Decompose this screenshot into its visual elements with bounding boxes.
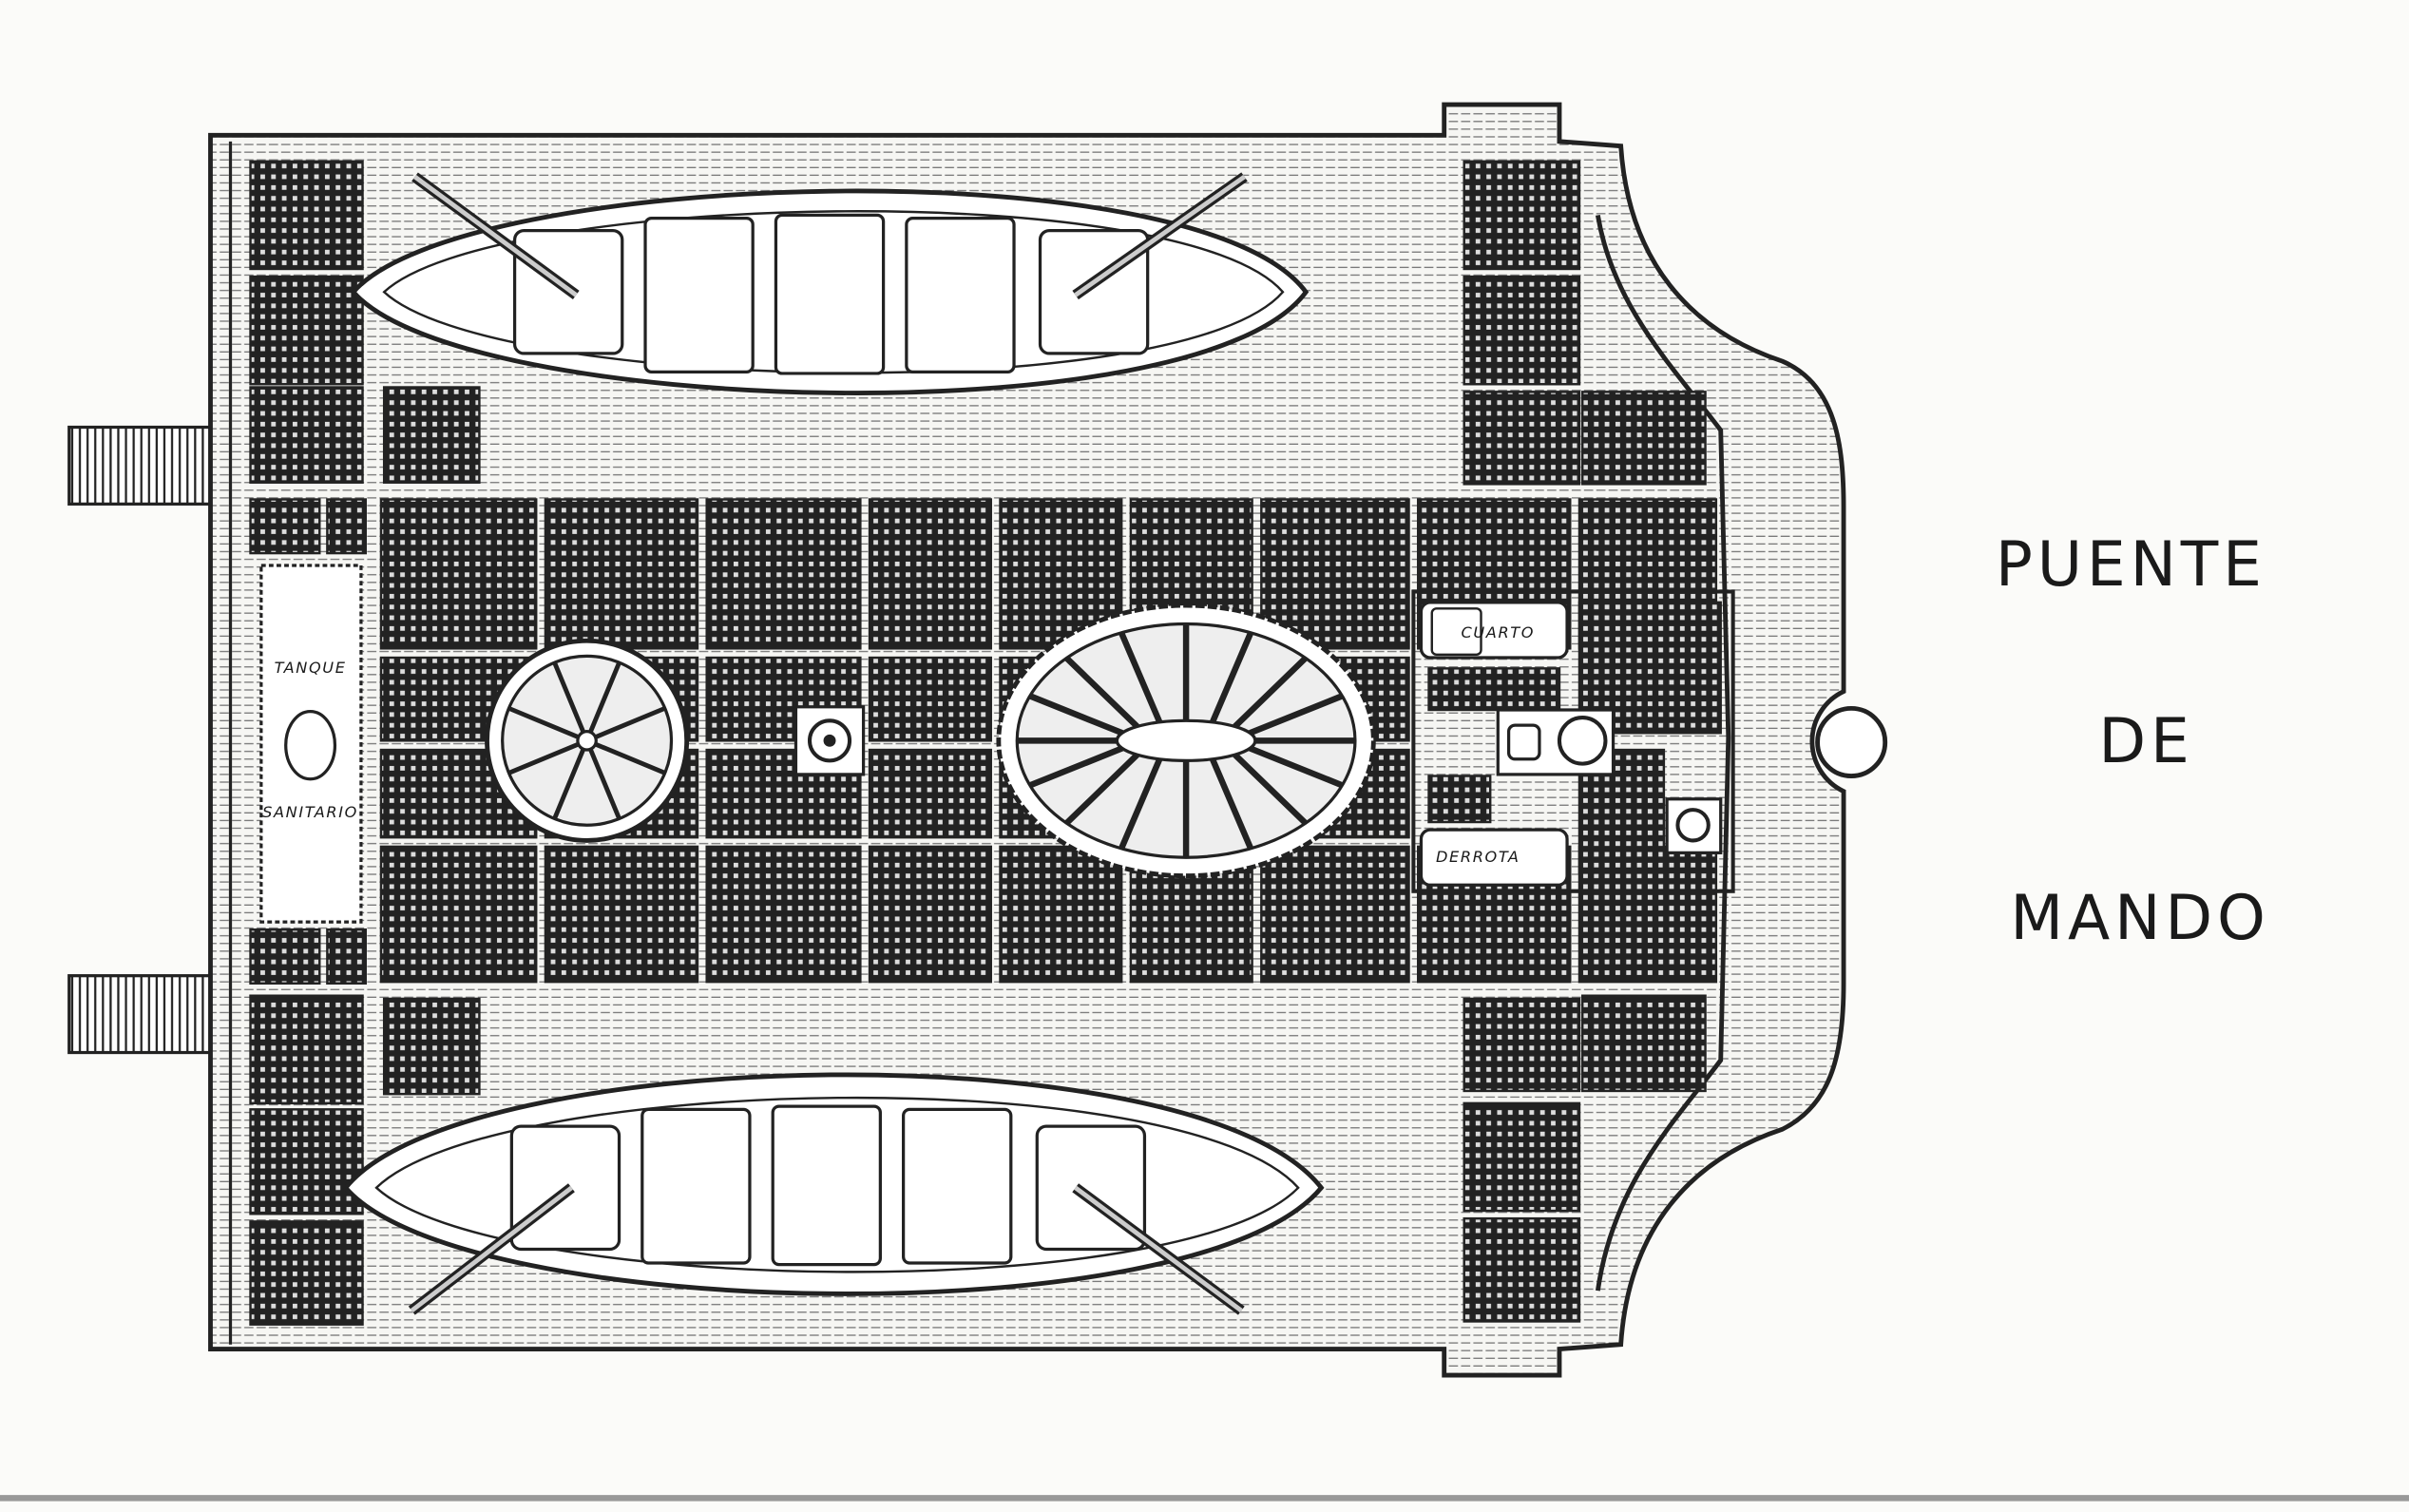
room-derrota: [1419, 828, 1569, 887]
tank-label-top: TANQUE: [275, 659, 347, 677]
tank-hatch: [284, 709, 337, 781]
grating-panel: [705, 845, 862, 984]
skylight-spoke: [1209, 631, 1254, 724]
skylight-spoke: [1064, 656, 1139, 729]
bow-light: [1815, 705, 1888, 778]
skylight-spoke: [585, 706, 666, 743]
grating-panel: [249, 498, 321, 555]
grating-panel: [326, 928, 367, 985]
title-line-3: MANDO: [2010, 883, 2269, 954]
skylight-spoke: [552, 739, 589, 820]
grating-panel: [1580, 391, 1707, 486]
wheelhouse: [1411, 589, 1735, 893]
round-skylight: [485, 638, 690, 843]
grating-panel: [868, 498, 992, 650]
grating-panel: [249, 275, 364, 386]
lifeboat-starboard: [342, 1072, 1325, 1315]
title-line-1: PUENTE: [1996, 529, 2266, 601]
skylight-spoke: [1064, 752, 1139, 826]
skylight-spoke: [584, 739, 621, 820]
grating-panel: [1580, 994, 1707, 1093]
skylight-spoke: [507, 738, 588, 775]
skylight-spoke: [1118, 631, 1163, 724]
grating-panel: [868, 845, 992, 984]
grating-panel: [249, 994, 364, 1105]
grating-panel: [379, 845, 538, 984]
skylight-spoke: [1249, 745, 1344, 789]
grating-panel: [1463, 160, 1581, 271]
grating-panel: [1463, 391, 1581, 486]
skylight-spoke: [507, 706, 588, 743]
lifeboat-port: [350, 172, 1310, 395]
skylight-spoke: [584, 661, 621, 742]
skylight-spoke: [1233, 752, 1309, 826]
deck-inner-rail: [1595, 215, 1731, 1292]
grating-panel: [868, 748, 992, 839]
grating-panel: [544, 845, 699, 984]
grating-panel: [1427, 775, 1492, 824]
skylight-spoke: [1209, 757, 1254, 851]
grating-panel: [1260, 845, 1410, 984]
skylight-spoke: [1249, 693, 1344, 737]
grating-panel: [326, 498, 367, 555]
title-line-2: DE: [2098, 706, 2193, 777]
grating-panel: [249, 1108, 364, 1215]
skylight-spoke: [1028, 693, 1124, 737]
steering-wheel-icon: [1557, 716, 1608, 766]
skylight-spoke: [1118, 757, 1163, 851]
grating-panel: [1427, 667, 1561, 712]
stair-starboard: [67, 974, 213, 1055]
grating-panel: [544, 498, 699, 650]
grating-panel: [249, 386, 364, 484]
grating-panel: [1463, 997, 1581, 1093]
grating-panel: [249, 160, 364, 271]
grating-panel: [382, 997, 481, 1096]
grating-panel: [249, 1220, 364, 1326]
stair-port: [67, 425, 213, 506]
skylight-spoke: [1233, 656, 1309, 729]
grating-panel: [705, 498, 862, 650]
compass-box: [1506, 723, 1541, 761]
tank-label-bottom: SANITARIO: [262, 803, 358, 821]
binnacle-center: [823, 734, 836, 747]
grating-panel: [379, 498, 538, 650]
room-label: CUARTO: [1461, 623, 1535, 641]
chart-room-label: DERROTA: [1436, 848, 1520, 866]
telegraph-icon: [1675, 808, 1711, 843]
oval-skylight: [996, 603, 1376, 879]
grating-panel: [1463, 1216, 1581, 1323]
grating-panel: [382, 386, 481, 484]
grating-panel: [1463, 275, 1581, 386]
grating-panel: [1260, 498, 1410, 650]
skylight-spoke: [585, 738, 666, 775]
room-cuarto-inner-box: [1430, 607, 1482, 657]
grating-panel: [249, 928, 321, 985]
grating-panel: [999, 845, 1123, 984]
skylight-spoke: [552, 661, 589, 742]
grating-panel: [868, 656, 992, 742]
grating-panel: [1463, 1101, 1581, 1213]
skylight-spoke: [1028, 745, 1124, 789]
